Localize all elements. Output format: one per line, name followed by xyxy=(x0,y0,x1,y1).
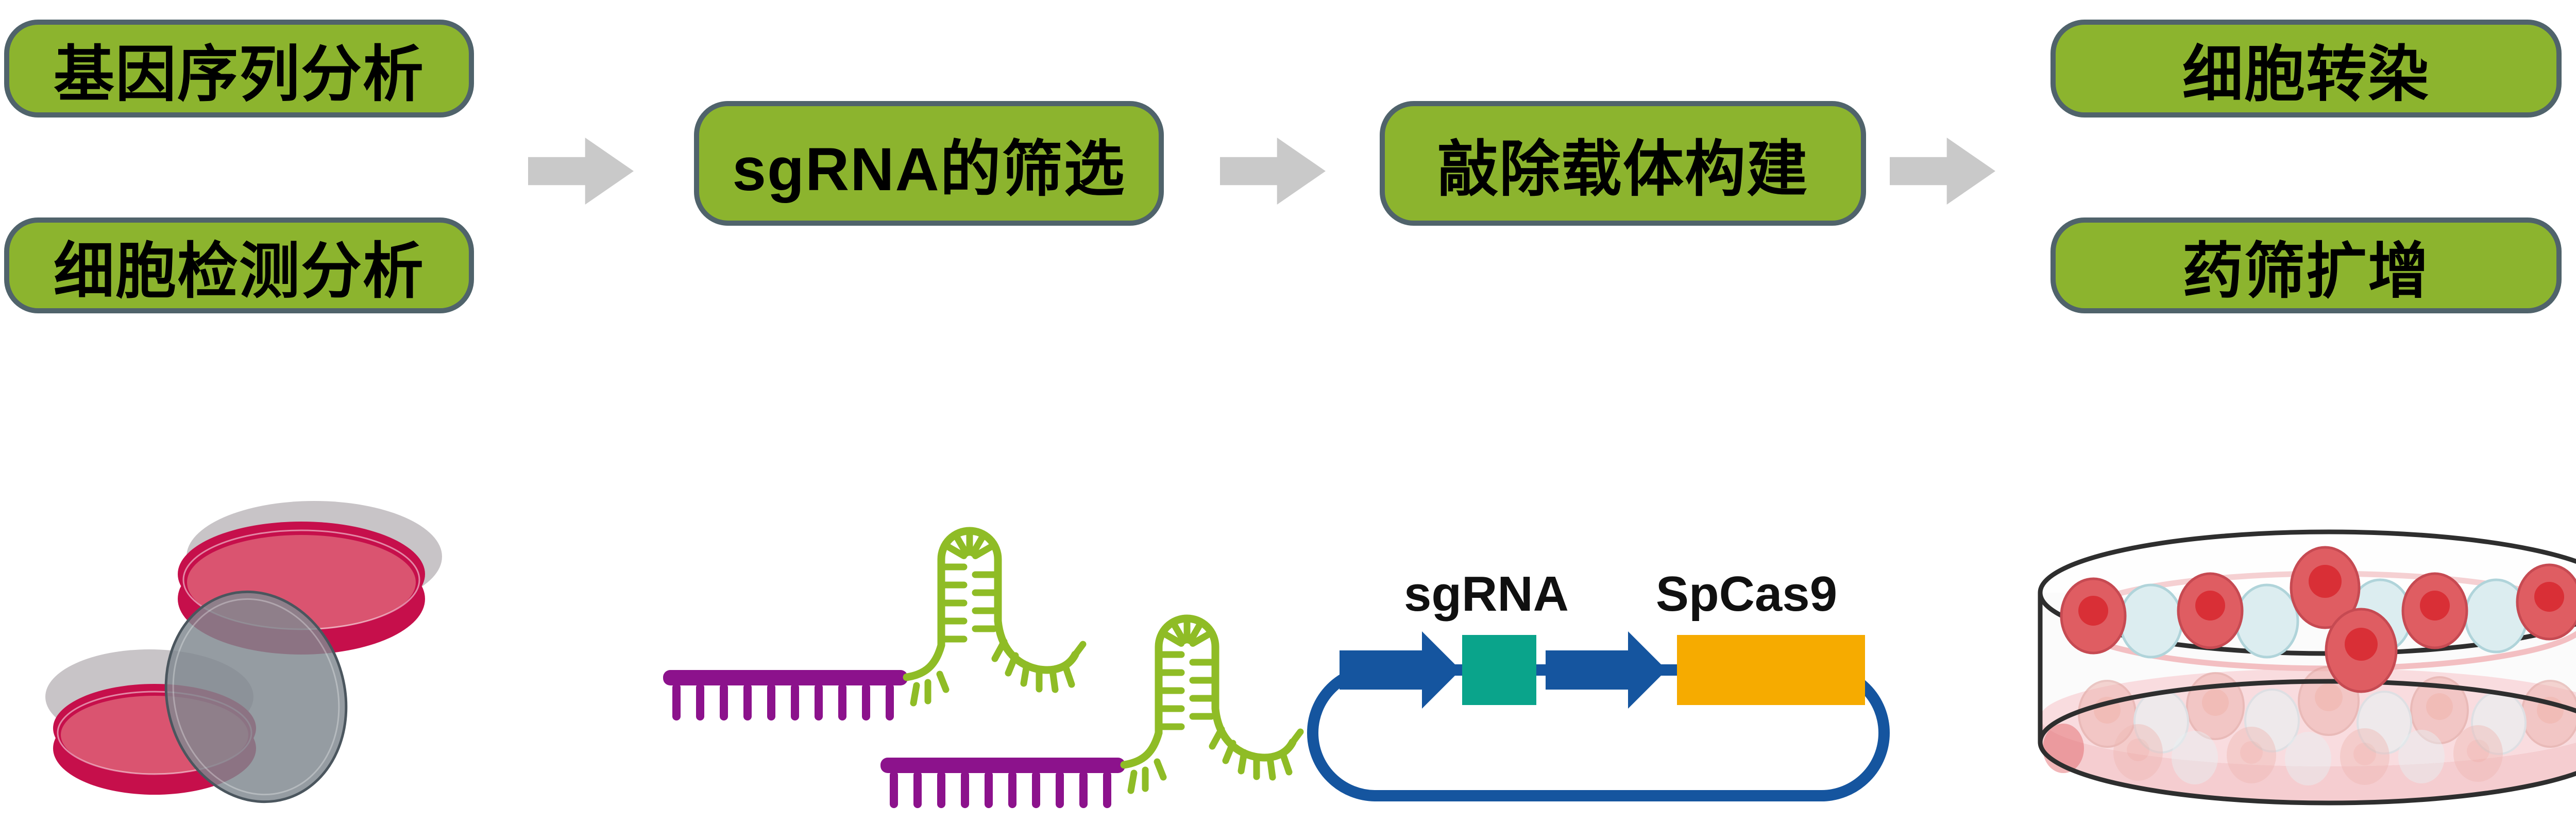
sgrna-molecule xyxy=(663,527,1087,721)
step-box-cell-testing-analysis: 细胞检测分析 xyxy=(4,217,474,313)
step-box-knockout-vector-construction: 敲除载体构建 xyxy=(1380,101,1866,226)
sgrna-molecule xyxy=(880,614,1304,808)
promoter-arrow-icon xyxy=(1546,631,1667,709)
step-box-sgrna-screening: sgRNA的筛选 xyxy=(694,101,1164,226)
sgrna-illustration xyxy=(663,527,1304,808)
spcas9-label: SpCas9 xyxy=(1656,566,1837,622)
step-box-cell-transfection: 细胞转染 xyxy=(2050,20,2562,118)
petri-lid-icon xyxy=(164,590,348,803)
sgrna-cassette-box xyxy=(1462,635,1536,705)
promoter-arrow-icon xyxy=(1340,631,1461,709)
cas9-cassette-box xyxy=(1677,635,1865,705)
sgrna-label: sgRNA xyxy=(1404,566,1569,622)
transfection-dish-illustration xyxy=(2038,529,2576,806)
plasmid-backbone xyxy=(1307,664,1890,801)
step-box-drug-screening-expansion: 药筛扩增 xyxy=(2050,217,2562,313)
petri-dishes-illustration xyxy=(45,501,442,803)
cell-reflections xyxy=(2078,666,2576,755)
step-box-gene-sequence-analysis: 基因序列分析 xyxy=(4,20,474,118)
vector-map-illustration: sgRNA SpCas9 xyxy=(1307,566,1890,801)
cells xyxy=(2060,546,2576,693)
